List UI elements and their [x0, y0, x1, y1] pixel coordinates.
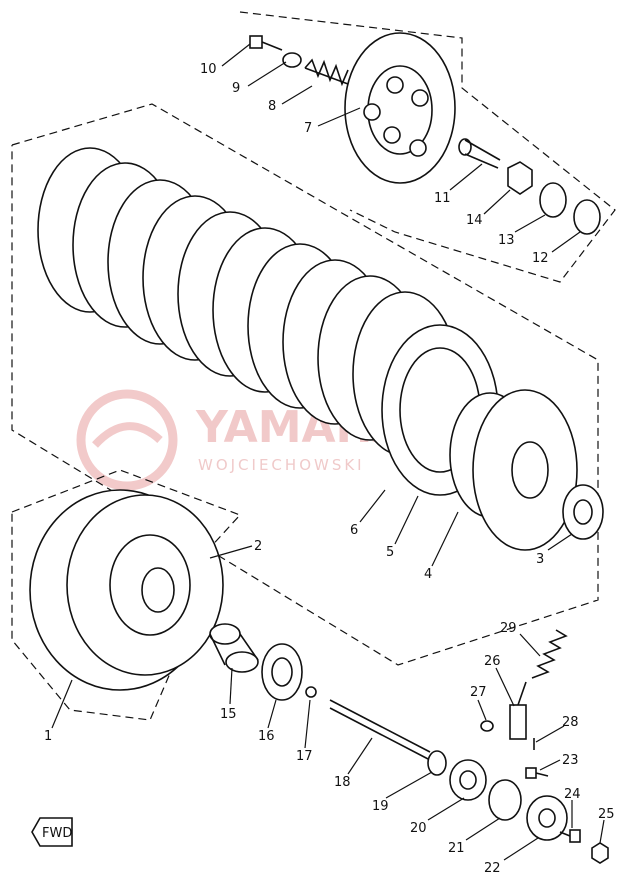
oil-seal	[427, 750, 447, 776]
callout-9: 9	[232, 81, 240, 96]
callout-28: 28	[562, 715, 579, 730]
push-rod-long	[329, 699, 431, 761]
fwd-arrow-icon	[31, 817, 73, 847]
leader-lines	[51, 43, 605, 861]
callout-13: 13	[498, 233, 515, 248]
callout-27: 27	[470, 685, 487, 700]
plates-group-outline	[11, 103, 599, 666]
watermark-logo	[76, 389, 178, 491]
callout-17: 17	[296, 749, 313, 764]
callout-2: 2	[254, 539, 262, 554]
clutch-housing	[29, 489, 224, 691]
callout-12: 12	[532, 251, 549, 266]
clutch-nut	[507, 161, 533, 195]
callout-23: 23	[562, 753, 579, 768]
callout-8: 8	[268, 99, 276, 114]
watermark-sub: WOJCIECHOWSKI	[198, 456, 365, 474]
adjusting-screw	[559, 829, 581, 843]
callout-29: 29	[500, 621, 517, 636]
callout-11: 11	[434, 191, 451, 206]
spring-washer	[282, 52, 302, 68]
o-ring	[488, 779, 522, 821]
fwd-label: FWD	[42, 826, 72, 841]
push-screw	[449, 759, 487, 801]
pressure-plate	[344, 32, 456, 184]
callout-16: 16	[258, 729, 275, 744]
callout-6: 6	[350, 523, 358, 538]
push-lever	[509, 681, 527, 740]
steel-ball	[305, 686, 317, 698]
pressure-plate-group-outline	[239, 11, 616, 283]
callout-19: 19	[372, 799, 389, 814]
callout-3: 3	[536, 552, 544, 567]
callout-25: 25	[598, 807, 615, 822]
callout-10: 10	[200, 62, 217, 77]
lever-screw	[480, 720, 494, 732]
callout-4: 4	[424, 567, 432, 582]
callout-24: 24	[564, 787, 581, 802]
housing-group-outline	[11, 469, 242, 721]
callout-7: 7	[304, 121, 312, 136]
callout-15: 15	[220, 707, 237, 722]
lock-nut	[591, 842, 609, 864]
clutch-spring	[304, 58, 349, 87]
callout-14: 14	[466, 213, 483, 228]
callout-26: 26	[484, 654, 501, 669]
clutch-boss	[449, 389, 578, 551]
callout-5: 5	[386, 545, 394, 560]
housing-bushing	[209, 623, 259, 673]
return-spring	[531, 629, 568, 679]
callout-21: 21	[448, 841, 465, 856]
callout-1: 1	[44, 729, 52, 744]
thrust-washer	[562, 484, 604, 540]
spring-bolt	[249, 35, 283, 51]
housing-thrust-washer	[261, 643, 303, 701]
callout-20: 20	[410, 821, 427, 836]
callout-18: 18	[334, 775, 351, 790]
push-lever-cover	[526, 795, 568, 841]
plain-washer	[573, 199, 601, 235]
lock-washer	[539, 182, 567, 218]
cover-screw	[525, 767, 549, 779]
push-rod	[458, 138, 501, 169]
callout-22: 22	[484, 861, 501, 876]
